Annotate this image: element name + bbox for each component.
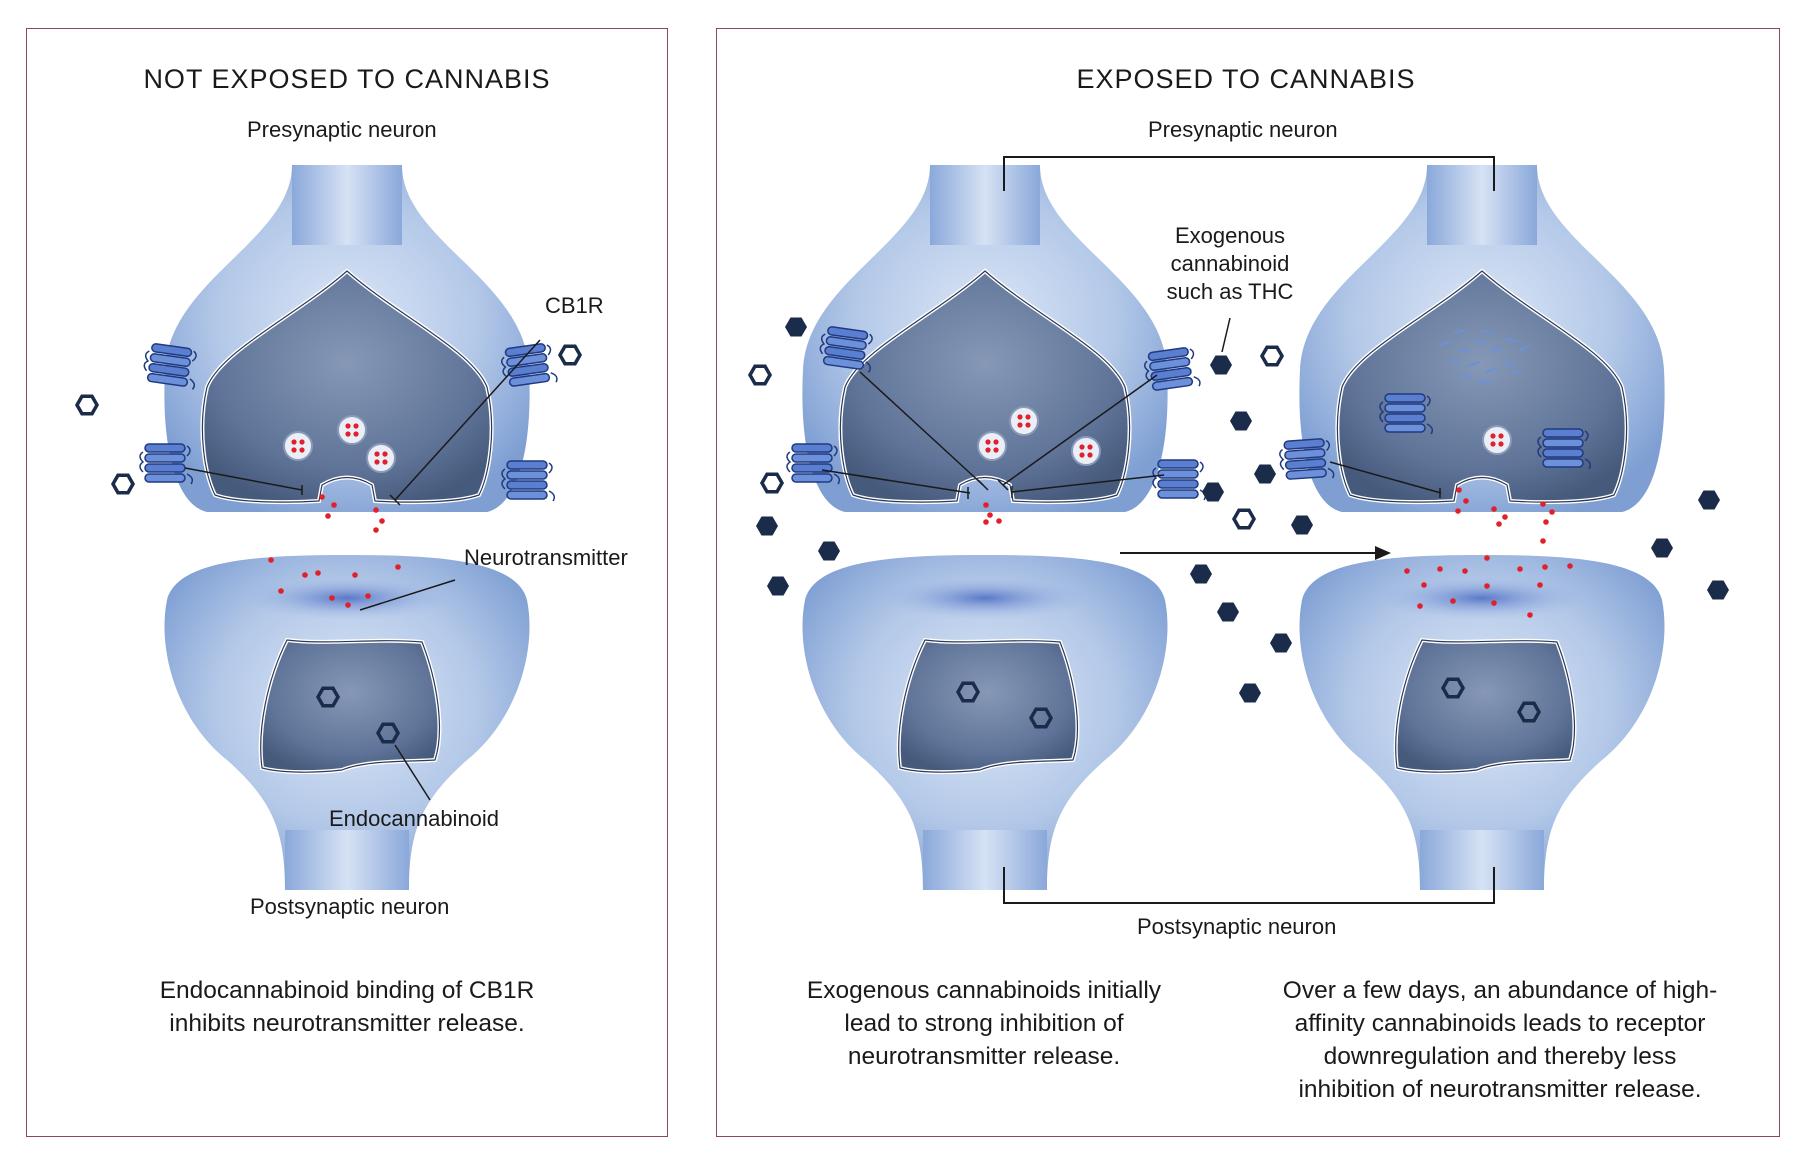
left-caption: Endocannabinoid binding of CB1R inhibits… — [159, 977, 535, 1037]
exposed-later-postsynaptic-neuron — [1297, 553, 1667, 892]
hexagon-filled-icon — [818, 541, 840, 561]
right-presynaptic-label: Presynaptic neuron — [1148, 117, 1338, 142]
hexagon-outline-icon — [558, 344, 582, 366]
neurotransmitter-label: Neurotransmitter — [464, 545, 628, 570]
hexagon-filled-icon — [1190, 564, 1212, 584]
vesicle-icon — [1071, 436, 1101, 466]
vesicle-icon — [1009, 406, 1039, 436]
exposed-initial-postsynaptic-neuron — [800, 553, 1170, 892]
hexagon-filled-icon — [1217, 602, 1239, 622]
left-leader-lines — [184, 339, 541, 801]
right-leader-lines — [821, 317, 1442, 499]
hexagon-filled-icon — [1230, 411, 1252, 431]
presynaptic-bracket — [1003, 156, 1495, 191]
right-panel-title: EXPOSED TO CANNABIS — [1076, 64, 1416, 94]
right-postsynaptic-label: Postsynaptic neuron — [1137, 914, 1337, 939]
left-presynaptic-neuron — [162, 163, 532, 514]
exposed-initial-caption: Exogenous cannabinoids initially lead to… — [806, 977, 1162, 1070]
exogenous-cannabinoid-label: Exogenous cannabinoid such as THC — [1166, 223, 1294, 304]
endocannabinoid-label: Endocannabinoid — [329, 806, 500, 831]
progression-arrow — [1120, 546, 1391, 560]
left-panel-title: NOT EXPOSED TO CANNABIS — [143, 64, 551, 94]
left-presynaptic-label: Presynaptic neuron — [247, 117, 437, 142]
exposed-later-presynaptic-neuron — [1297, 163, 1667, 514]
degraded-receptors — [1439, 329, 1531, 384]
hexagon-filled-icon — [1239, 683, 1261, 703]
left-postsynaptic-label: Postsynaptic neuron — [250, 894, 450, 919]
hexagon-outline-icon — [75, 394, 99, 416]
cb1r-receptor-icon — [1152, 459, 1207, 501]
hexagon-filled-icon — [756, 516, 778, 536]
internalized-receptors — [1278, 329, 1592, 483]
left-neurotransmitters — [268, 494, 401, 608]
hexagon-outline-icon — [748, 364, 772, 386]
vesicle-icon — [977, 431, 1007, 461]
hexagon-outline-icon — [760, 472, 784, 494]
hexagon-filled-icon — [1291, 515, 1313, 535]
hexagon-outline-icon — [111, 473, 135, 495]
vesicle-icon — [283, 431, 313, 461]
exposed-later-vesicles — [1482, 425, 1512, 455]
right-endocannabinoids-free — [1232, 345, 1284, 530]
exposed-later-caption: Over a few days, an abundance of high- a… — [1282, 977, 1718, 1103]
exposed-later-neurotransmitters — [1404, 487, 1573, 618]
exposed-initial-neurotransmitters — [983, 502, 1002, 525]
hexagon-filled-icon — [1210, 355, 1232, 375]
postsynaptic-bracket — [1003, 867, 1495, 904]
hexagon-filled-icon — [1707, 580, 1729, 600]
hexagon-filled-icon — [1698, 490, 1720, 510]
vesicle-icon — [366, 443, 396, 473]
hexagon-filled-icon — [1651, 538, 1673, 558]
cb1r-label: CB1R — [545, 293, 604, 318]
vesicle-icon — [1482, 425, 1512, 455]
hexagon-outline-icon — [1232, 508, 1256, 530]
vesicle-icon — [337, 415, 367, 445]
hexagon-filled-icon — [1270, 633, 1292, 653]
hexagon-filled-icon — [767, 576, 789, 596]
hexagon-outline-icon — [1260, 345, 1284, 367]
cb1r-receptor-icon — [501, 460, 556, 502]
hexagon-filled-icon — [785, 317, 807, 337]
hexagon-filled-icon — [1254, 464, 1276, 484]
